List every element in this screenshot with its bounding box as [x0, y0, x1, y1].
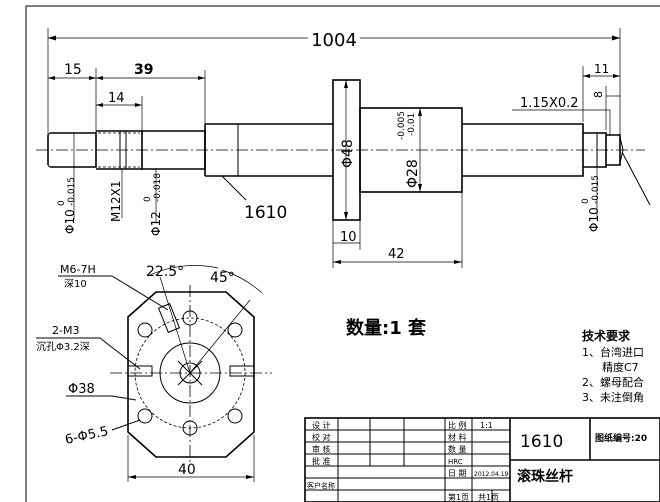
right-tol-bottom: -0.015 — [591, 175, 601, 204]
nut-tolerance-bottom: -0.01 — [407, 113, 417, 136]
screw-model-label: 1610 — [244, 203, 287, 223]
left-diameter-labels: Φ10 0 -0.015 M12X1 Φ12 0 -0.018 — [57, 133, 163, 236]
flange-diameter: Φ48 — [340, 80, 356, 220]
ball-screw-shaft — [36, 79, 651, 221]
bolt-holes-spec: 6-Φ5.5 — [64, 424, 110, 448]
right-journal-diameter: Φ10 — [587, 207, 601, 232]
right-end-dimensions: 11 8 1.15X0.2 — [512, 62, 620, 135]
thread-hole-spec: M6-7H — [60, 263, 96, 276]
left-journal-diameter: Φ10 — [63, 209, 77, 234]
thread-spec: M12X1 — [109, 181, 123, 222]
scale-label: 比 例 — [448, 420, 467, 430]
quantity-cell-label: 数 量 — [448, 444, 467, 454]
left-end-length: 15 — [64, 62, 82, 78]
tech-item-1b: 精度C7 — [602, 360, 639, 374]
role-check: 校 对 — [312, 432, 331, 442]
total-length-label: 1004 — [311, 30, 357, 51]
technical-requirements: 技术要求 1、台湾进口 精度C7 2、螺母配合 3、未注倒角 — [582, 328, 644, 404]
date-label: 日 期 — [448, 469, 467, 478]
hrc-label: HRC — [448, 458, 463, 466]
nut-length-dimensions: 10 42 — [332, 192, 463, 268]
nut-diameter-label: Φ28 — [405, 159, 421, 188]
tech-item-1: 1、台湾进口 — [582, 345, 644, 359]
left-end-dimensions: 15 39 — [48, 62, 206, 135]
step-tol-bottom: -0.018 — [153, 173, 163, 202]
left-tol-bottom: -0.015 — [67, 177, 77, 206]
tech-item-2: 2、螺母配合 — [582, 375, 644, 389]
groove-spec: 1.15X0.2 — [520, 96, 579, 111]
tech-title: 技术要求 — [582, 328, 631, 343]
total-pages: 共1页 — [478, 493, 499, 502]
title-block: 设 计 校 对 审 核 批 准 客户名称 比 例 1:1 材 料 数 量 HRC… — [304, 417, 660, 502]
material-label: 材 料 — [448, 432, 467, 442]
role-review: 审 核 — [312, 444, 331, 454]
role-customer: 客户名称 — [307, 481, 335, 490]
flange-width-40: 40 — [178, 462, 196, 478]
role-design: 设 计 — [312, 420, 331, 430]
flange-width: 10 — [340, 230, 357, 245]
nut-length: 42 — [388, 247, 405, 262]
flange-end-view: 22.5° 45° 40 — [110, 264, 272, 482]
drawing-number-label: 图纸编号:20 — [595, 432, 647, 444]
role-approve: 批 准 — [312, 456, 331, 466]
step-diameter: Φ12 — [149, 211, 163, 236]
left-tol-top: 0 — [57, 200, 67, 206]
pitch-circle-diameter: Φ38 — [68, 382, 95, 397]
thread-length: 14 — [108, 91, 125, 106]
page-number: 第1页 — [448, 492, 469, 502]
thread-hole-depth: 深10 — [64, 278, 87, 290]
countersink-spec: 沉孔Φ3.2深 — [36, 340, 90, 353]
small-holes-spec: 2-M3 — [52, 324, 79, 337]
right-end-length: 11 — [594, 62, 609, 76]
scale-value: 1:1 — [480, 421, 493, 430]
part-number: 1610 — [520, 432, 563, 452]
flange-diameter-label: Φ48 — [340, 139, 356, 168]
thread-length-dimension: 14 — [96, 91, 143, 135]
quantity-label: 数量:1 套 — [346, 317, 426, 339]
tech-item-3: 3、未注倒角 — [582, 390, 644, 404]
nut-tolerance-top: -0.005 — [397, 111, 407, 140]
right-tol-top: 0 — [581, 198, 591, 204]
date-value: 2012.04.19 — [474, 471, 509, 478]
left-section-length: 39 — [134, 62, 153, 78]
screw-model-callout: 1610 — [221, 175, 287, 223]
end-view-callouts: M6-7H 深10 2-M3 沉孔Φ3.2深 Φ38 6-Φ5.5 — [36, 263, 169, 448]
right-step-length: 8 — [592, 91, 605, 98]
angle-large: 45° — [210, 270, 235, 286]
right-diameter-labels: Φ10 0 -0.015 — [581, 167, 601, 232]
nut-diameter: Φ28 -0.005 -0.01 — [397, 108, 422, 192]
step-tol-top: 0 — [143, 196, 153, 202]
part-name: 滚珠丝杆 — [517, 468, 573, 485]
overall-length-dimension: 1004 — [47, 28, 621, 135]
angle-small: 22.5° — [146, 264, 184, 280]
